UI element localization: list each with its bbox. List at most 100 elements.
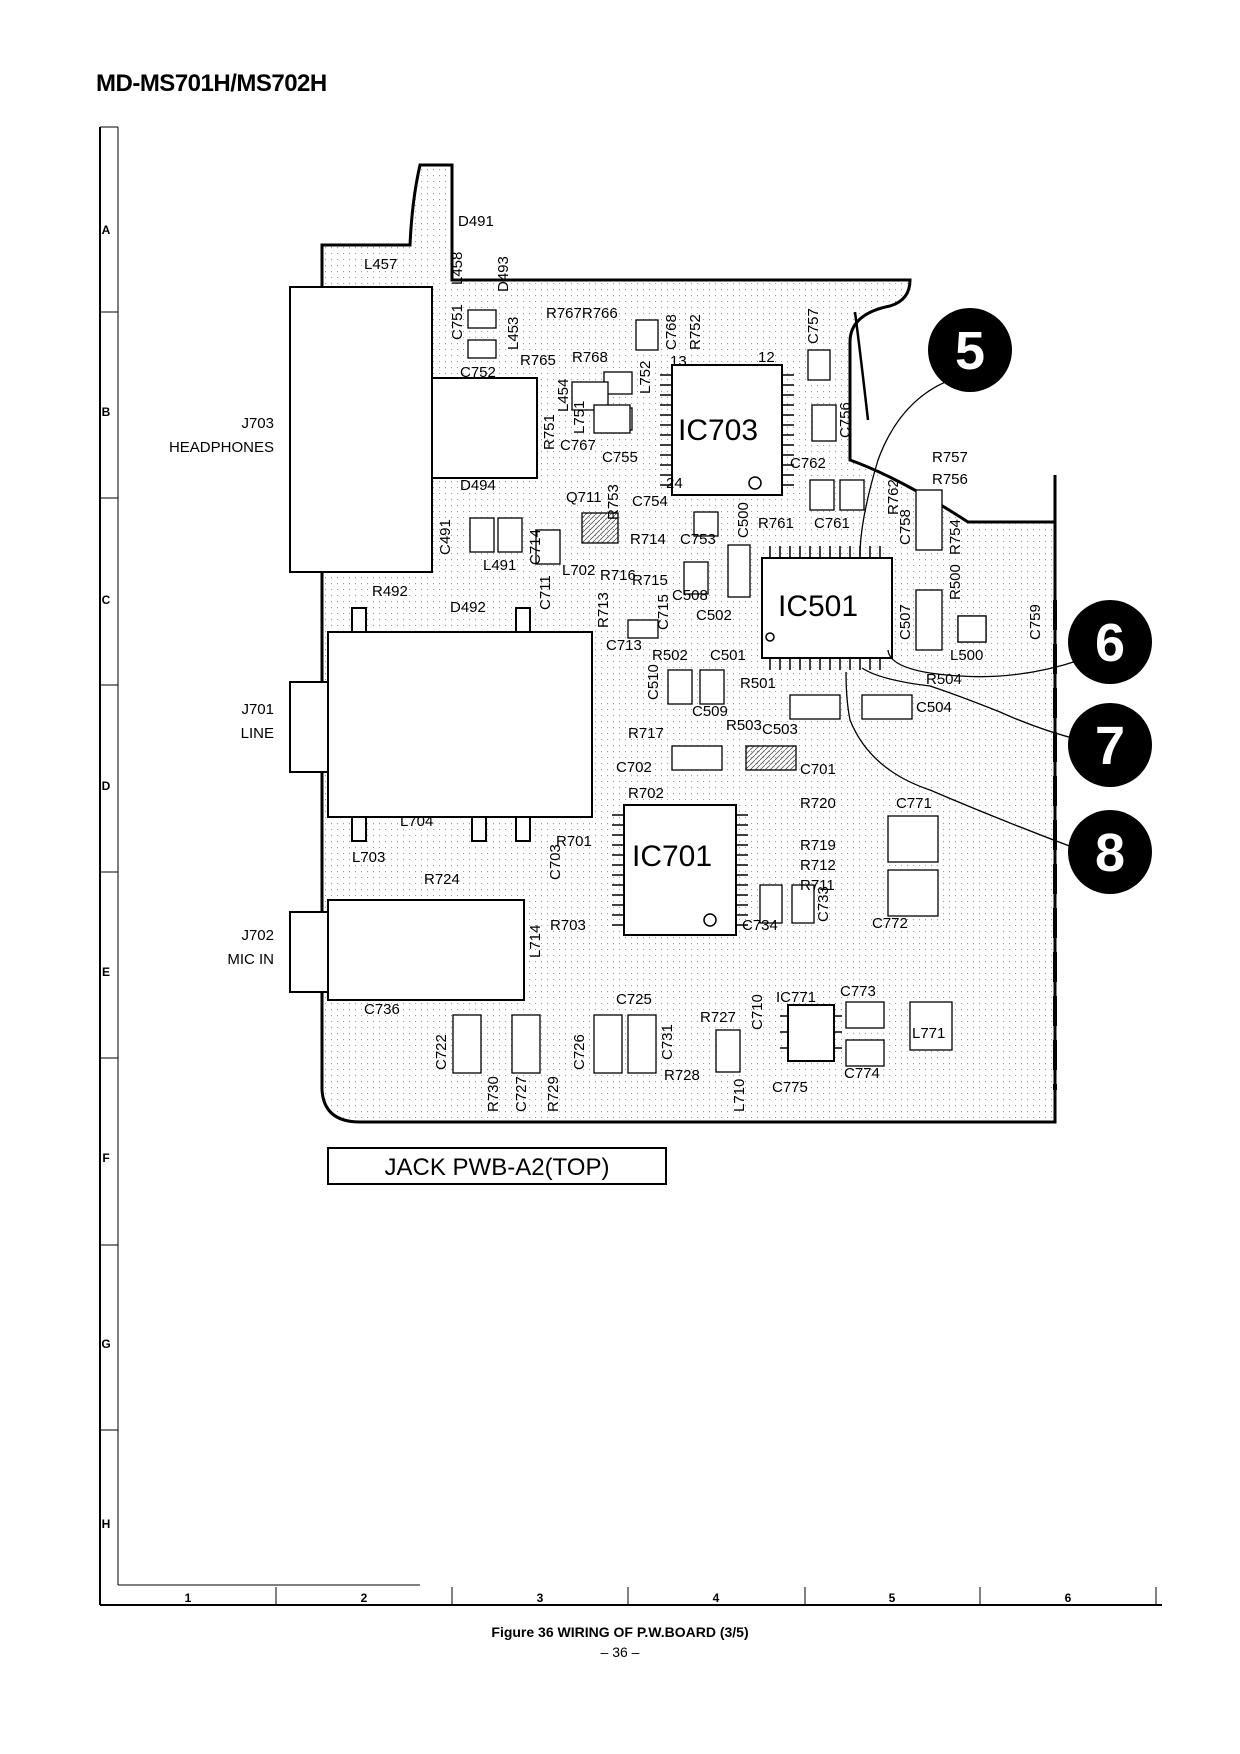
component-label: C733 <box>815 886 832 922</box>
component-label: C757 <box>805 308 822 344</box>
row-label: G <box>101 1337 110 1351</box>
component-label: R717 <box>628 725 664 742</box>
component-label: C775 <box>772 1079 808 1096</box>
component-label: R713 <box>595 592 612 628</box>
component-label: R727 <box>700 1009 736 1026</box>
component-label: C711 <box>537 575 554 610</box>
component-label: R500 <box>947 564 964 600</box>
component-labels: D491 L457 L458 D493 C751 L453 R767R766 C… <box>352 213 1044 1112</box>
column-label: 3 <box>537 1591 544 1605</box>
component-label: L751 <box>571 401 588 434</box>
component-label: C726 <box>571 1034 588 1070</box>
callout-7: 7 <box>1095 716 1125 776</box>
component-label: 12 <box>758 349 775 366</box>
column-labels: 1 2 3 4 5 6 <box>185 1591 1072 1605</box>
column-label: 1 <box>185 1591 192 1605</box>
component-label: L752 <box>637 361 654 394</box>
component-label: R715 <box>632 572 668 589</box>
component-label: C508 <box>672 587 708 604</box>
component-label: R719 <box>800 837 836 854</box>
component-label: L710 <box>731 1079 748 1112</box>
component-label: C768 <box>663 314 680 350</box>
column-label: 5 <box>889 1591 896 1605</box>
component-label: C727 <box>513 1076 530 1112</box>
component-label: L457 <box>364 256 397 273</box>
component-label: C507 <box>897 604 914 640</box>
component-label: R712 <box>800 857 836 874</box>
component-label: C761 <box>814 515 850 532</box>
component-label: R714 <box>630 531 666 548</box>
component-label: C751 <box>449 304 466 340</box>
row-label: B <box>102 405 111 419</box>
component-label: C756 <box>837 402 854 438</box>
jack-name-line: LINE <box>241 725 274 742</box>
ic-label-ic701: IC701 <box>632 840 712 873</box>
component-label: R716 <box>600 567 636 584</box>
component-label: C725 <box>616 991 652 1008</box>
jack-ref-j703: J703 <box>241 415 274 432</box>
component-label: D493 <box>495 256 512 292</box>
component-label: R761 <box>758 515 794 532</box>
component-label: L454 <box>555 379 572 412</box>
component-label: D492 <box>450 599 486 616</box>
component-label: C731 <box>659 1024 676 1060</box>
component-label: R730 <box>485 1076 502 1112</box>
component-label: C753 <box>680 531 716 548</box>
component-label: C722 <box>433 1034 450 1070</box>
jack-ref-j701: J701 <box>241 701 274 718</box>
row-label: H <box>102 1517 111 1531</box>
component-label: C715 <box>655 594 672 630</box>
component-label: Q711 <box>566 489 602 506</box>
ic-label-ic771: IC771 <box>776 989 816 1006</box>
component-label: C703 <box>547 844 564 880</box>
component-label: C501 <box>710 647 746 664</box>
component-label: C504 <box>916 699 952 716</box>
column-label: 2 <box>361 1591 368 1605</box>
column-label: 6 <box>1065 1591 1072 1605</box>
jack-name-mic-in: MIC IN <box>227 951 274 968</box>
drawing-frame <box>99 126 1162 1606</box>
component-label: L458 <box>449 252 466 285</box>
component-label: R702 <box>628 785 664 802</box>
row-label: C <box>102 593 111 607</box>
component-label: R752 <box>687 314 704 350</box>
component-label: 13 <box>670 353 687 370</box>
component-label: R729 <box>545 1076 562 1112</box>
component-label: C502 <box>696 607 732 624</box>
row-label: D <box>102 779 111 793</box>
component-label: C500 <box>735 502 752 538</box>
row-label: F <box>102 1151 109 1165</box>
component-label: R728 <box>664 1067 700 1084</box>
component-label: C491 <box>437 519 454 555</box>
component-label: C773 <box>840 983 876 1000</box>
ic-labels: IC703 IC501 IC701 IC771 <box>632 414 858 1006</box>
component-bodies <box>452 309 987 1074</box>
component-label: L714 <box>527 925 544 958</box>
component-label: C762 <box>790 455 826 472</box>
component-label: R701 <box>556 833 592 850</box>
ic-packages <box>612 364 893 1062</box>
component-label: R753 <box>605 484 622 520</box>
callout-leaders <box>845 379 1081 851</box>
component-label: R754 <box>947 519 964 555</box>
component-label: C503 <box>762 721 798 738</box>
ic-label-ic501: IC501 <box>778 590 858 623</box>
component-label: D491 <box>458 213 494 230</box>
callouts: 5 6 7 8 <box>928 308 1152 894</box>
component-label: C734 <box>742 917 778 934</box>
component-label: C510 <box>645 664 662 700</box>
component-label: C714 <box>527 529 544 565</box>
component-label: C736 <box>364 1001 400 1018</box>
component-label: 24 <box>666 475 683 492</box>
component-label: C713 <box>606 637 642 654</box>
callout-5: 5 <box>955 321 985 381</box>
component-label: R502 <box>652 647 688 664</box>
component-label: R751 <box>541 414 558 450</box>
component-label: R720 <box>800 795 836 812</box>
component-label: R501 <box>740 675 776 692</box>
board-name-box: JACK PWB-A2(TOP) <box>327 1147 667 1185</box>
component-label: C752 <box>460 364 496 381</box>
component-label: R703 <box>550 917 586 934</box>
jack-name-headphones: HEADPHONES <box>169 439 274 456</box>
component-label: R492 <box>372 583 408 600</box>
